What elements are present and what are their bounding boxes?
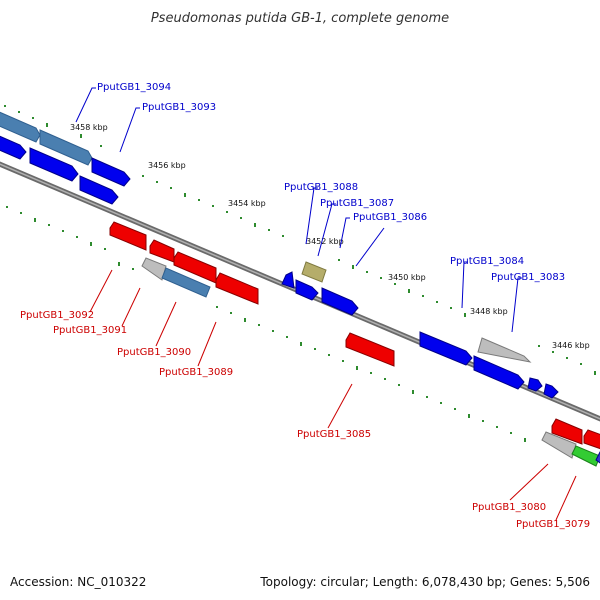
topology-text: Topology: circular; Length: 6,078,430 bp… <box>259 575 590 589</box>
gene-label-PputGB1_3093[interactable]: PputGB1_3093 <box>142 102 216 113</box>
gene-label-PputGB1_3083[interactable]: PputGB1_3083 <box>491 272 565 283</box>
forward-genes <box>0 108 559 399</box>
gene-forward[interactable] <box>79 175 119 205</box>
forward-leader-lines <box>75 87 522 333</box>
gene-grey[interactable] <box>141 257 167 281</box>
gene-PputGB1_3087[interactable] <box>281 271 295 289</box>
gene-forward[interactable] <box>527 377 543 392</box>
gene-label-PputGB1_3089[interactable]: PputGB1_3089 <box>159 367 233 378</box>
gene-PputGB1_3085[interactable] <box>345 332 395 367</box>
reverse-tick-track <box>6 206 526 442</box>
tick-label: 3446 kbp <box>552 341 590 350</box>
gene-label-PputGB1_3085[interactable]: PputGB1_3085 <box>297 429 371 440</box>
gene-forward[interactable] <box>321 287 359 316</box>
gene-label-PputGB1_3091[interactable]: PputGB1_3091 <box>53 325 127 336</box>
gene-selected[interactable] <box>161 267 211 298</box>
gene-label-PputGB1_3086[interactable]: PputGB1_3086 <box>353 212 427 223</box>
gene-PputGB1_3084[interactable] <box>419 331 473 366</box>
tick-label: 3458 kbp <box>70 123 108 132</box>
reverse-leader-lines <box>89 269 577 521</box>
gene-forward[interactable] <box>91 157 131 187</box>
gene-forward[interactable] <box>29 147 79 182</box>
genome-title: Pseudomonas putida GB-1, complete genome <box>151 11 449 26</box>
gene-label-PputGB1_3084[interactable]: PputGB1_3084 <box>450 256 524 267</box>
tick-label: 3456 kbp <box>148 161 186 170</box>
gene-forward[interactable] <box>551 418 583 445</box>
gene-reverse[interactable] <box>595 451 600 470</box>
gene-PputGB1_3090[interactable] <box>173 251 217 284</box>
gene-forward[interactable] <box>543 383 559 399</box>
tick-label: 3448 kbp <box>470 307 508 316</box>
gene-forward[interactable] <box>583 429 600 452</box>
tick-label: 3452 kbp <box>306 237 344 246</box>
tick-label: 3454 kbp <box>228 199 266 208</box>
gene-PputGB1_3091[interactable] <box>149 239 175 263</box>
gene-PputGB1_3093[interactable] <box>39 129 93 166</box>
gene-PputGB1_3083[interactable] <box>477 337 532 363</box>
gene-forward[interactable] <box>0 132 27 160</box>
gene-PputGB1_3094[interactable] <box>0 108 41 143</box>
gene-label-PputGB1_3090[interactable]: PputGB1_3090 <box>117 347 191 358</box>
accession-text: Accession: NC_010322 <box>10 575 146 589</box>
gene-label-PputGB1_3092[interactable]: PputGB1_3092 <box>20 310 94 321</box>
gene-PputGB1_3086[interactable] <box>295 279 319 301</box>
gene-PputGB1_3079[interactable] <box>571 445 600 467</box>
gene-label-PputGB1_3080[interactable]: PputGB1_3080 <box>472 502 546 513</box>
gene-forward[interactable] <box>473 355 525 390</box>
gene-label-PputGB1_3079[interactable]: PputGB1_3079 <box>516 519 590 530</box>
gene-PputGB1_3092[interactable] <box>109 221 147 251</box>
gene-label-PputGB1_3094[interactable]: PputGB1_3094 <box>97 82 171 93</box>
forward-tick-track <box>4 105 596 375</box>
gene-label-PputGB1_3087[interactable]: PputGB1_3087 <box>320 198 394 209</box>
gene-label-PputGB1_3088[interactable]: PputGB1_3088 <box>284 182 358 193</box>
reverse-genes <box>109 221 600 470</box>
gene-PputGB1_3089[interactable] <box>215 272 259 305</box>
gene-PputGB1_3088[interactable] <box>301 261 327 283</box>
tick-label: 3450 kbp <box>388 273 426 282</box>
gene-PputGB1_3080[interactable] <box>541 431 577 459</box>
